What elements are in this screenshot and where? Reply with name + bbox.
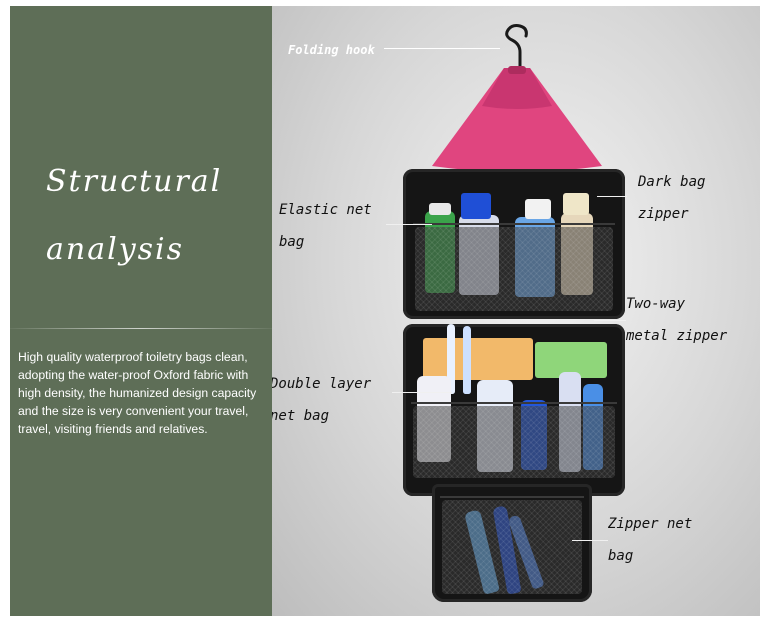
callout-line: metal zipper	[626, 328, 728, 344]
callout-line: Double layer	[272, 376, 372, 392]
callout-double-layer-net-bag: Double layer net bag	[272, 368, 371, 432]
top-compartment	[403, 169, 625, 319]
panel-divider	[10, 328, 272, 329]
middle-compartment	[403, 324, 625, 496]
leader-line-two-way	[594, 320, 626, 321]
leader-line-double	[392, 392, 452, 393]
callout-elastic-net-bag: Elastic net bag	[279, 194, 372, 258]
product-photo-panel: Folding hook Elastic net bag Dark bag zi…	[272, 6, 760, 616]
folding-hook-icon	[505, 24, 528, 82]
heading-line-1: Structural	[46, 164, 223, 199]
heading-line-2: analysis	[46, 232, 185, 267]
bag-flap	[432, 66, 602, 172]
bottle-cap	[563, 193, 589, 215]
net-band	[411, 402, 617, 404]
left-info-panel: Structural analysis High quality waterpr…	[10, 6, 272, 616]
leader-line-elastic	[386, 224, 432, 225]
callout-line: bag	[279, 234, 305, 250]
callout-two-way-metal-zipper: Two-way metal zipper	[626, 288, 727, 352]
zipper-line	[440, 496, 584, 498]
leader-line-dark-zipper	[597, 196, 627, 197]
bottom-compartment	[432, 484, 592, 602]
bottle-cap	[429, 203, 451, 215]
elastic-net-pocket	[415, 227, 613, 311]
callout-line: Elastic net	[279, 202, 372, 218]
toothbrush	[447, 324, 455, 394]
callout-dark-bag-zipper: Dark bag zipper	[638, 166, 705, 230]
callout-folding-hook: Folding hook	[288, 43, 375, 57]
callout-line: Zipper net	[608, 516, 693, 532]
blue-cap	[461, 193, 491, 219]
net-band	[413, 223, 615, 225]
callout-line: Two-way	[626, 296, 686, 312]
leader-line-hook	[384, 48, 500, 49]
toothbrush	[463, 326, 471, 394]
leader-line-zipper-net	[572, 540, 608, 541]
callout-line: zipper	[638, 206, 689, 222]
bottle-cap	[525, 199, 551, 219]
callout-line: net bag	[272, 408, 330, 424]
product-description: High quality waterproof toiletry bags cl…	[18, 350, 257, 436]
orange-towel	[423, 338, 533, 380]
callout-line: Dark bag	[638, 174, 706, 190]
callout-line: bag	[608, 548, 634, 564]
callout-zipper-net-bag: Zipper net bag	[608, 508, 692, 572]
double-layer-net-pocket	[413, 406, 615, 478]
zipper-net-pocket	[442, 500, 582, 594]
